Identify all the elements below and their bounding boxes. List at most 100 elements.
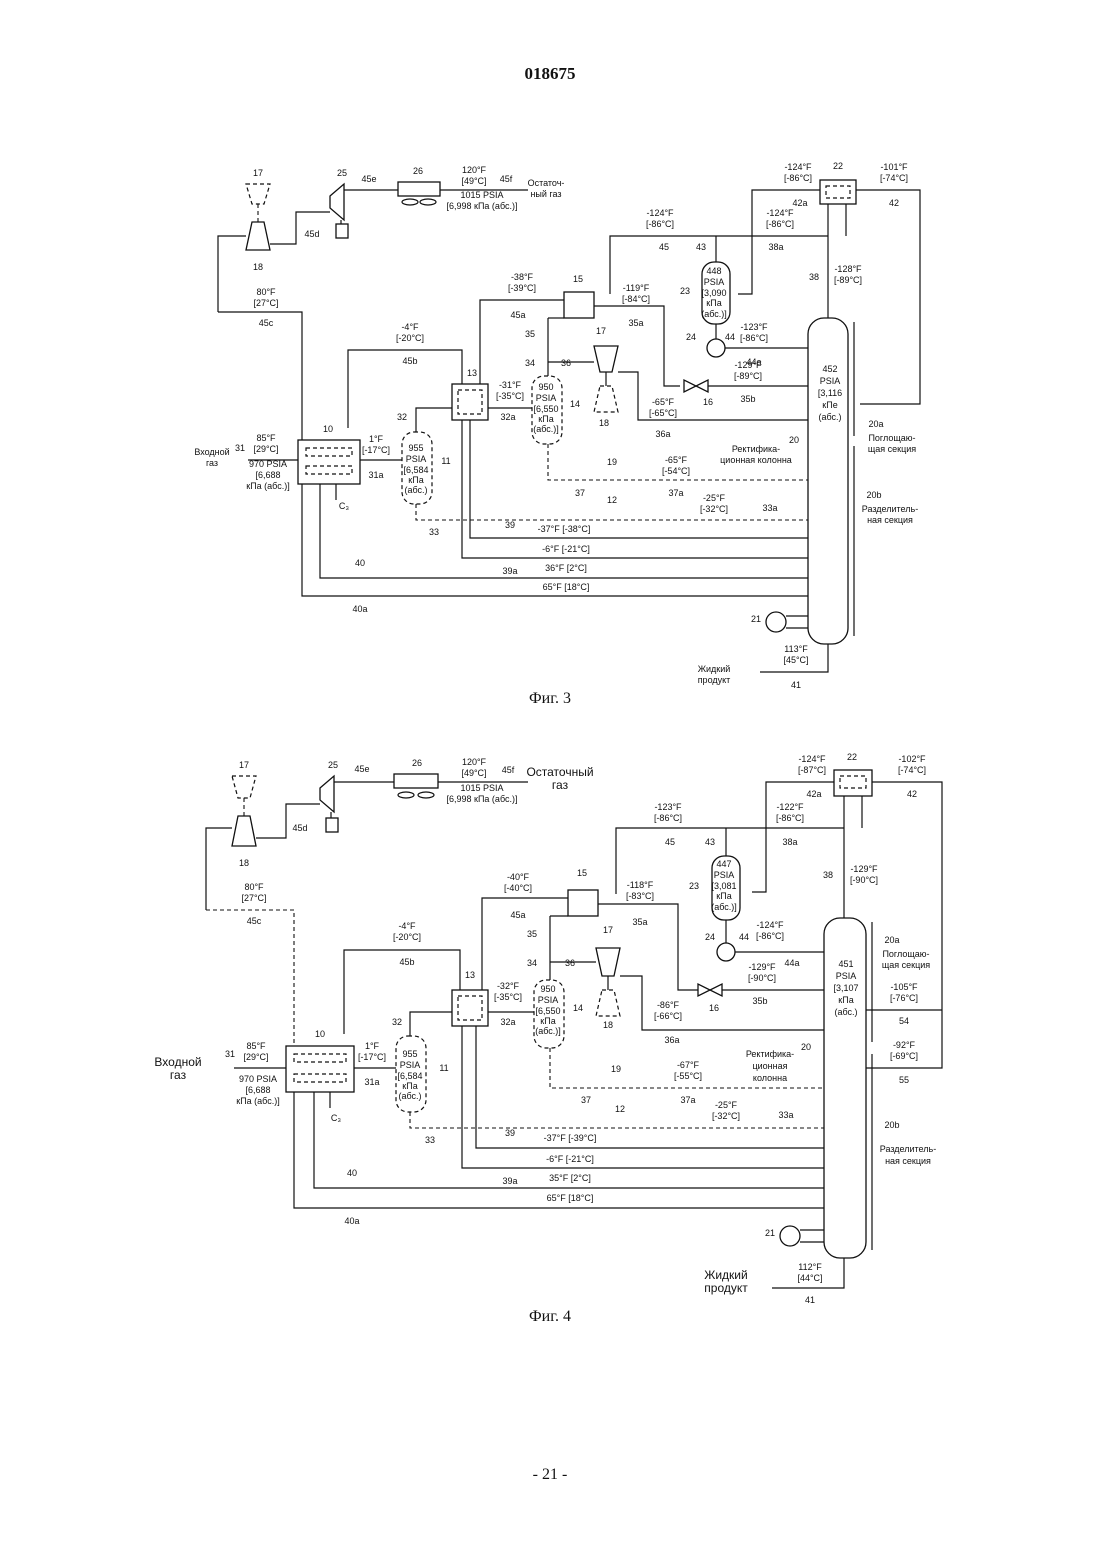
fig4-caption: Фиг. 4 [0,1308,1100,1326]
fig4-label: кПа [540,1016,555,1026]
fig4-label: -92°F [893,1040,916,1050]
fig4-cooler-26 [394,774,438,788]
fig4-label: [-86°C] [654,813,682,823]
fig4-label: C₃ [331,1113,341,1123]
fig4-label: 14 [573,1003,583,1013]
fig4-labels: 17182545e26120°F[49°C]45fОстаточныйгаз10… [154,752,936,1305]
fig4-label: -40°F [507,872,530,882]
fig4-label: 20a [884,935,899,945]
fig4-label: [-86°C] [776,813,804,823]
fig4-label: (абс.)] [535,1026,561,1036]
fig4-label: PSIA [836,971,857,981]
fig4-label: -123°F [654,802,682,812]
fig4-label: -122°F [776,802,804,812]
fig4-label: -86°F [657,1000,680,1010]
fig4-label: 23 [689,881,699,891]
fig4-label: 950 [540,984,555,994]
fig4-label: Разделитель- [880,1144,936,1154]
page-number: - 21 - [0,1466,1100,1484]
fig4-label: -67°F [677,1060,700,1070]
fig4-label: колонна [753,1073,787,1083]
fig4-label: 55 [899,1075,909,1085]
fig4-label: продукт [704,1281,748,1295]
fig4-label: 12 [615,1104,625,1114]
fig4-label: 25 [328,760,338,770]
fig4-label: 54 [899,1016,909,1026]
fig4-label: 39 [505,1128,515,1138]
fig4-label: 13 [465,970,475,980]
fig4-expander-17 [232,776,256,798]
fig4-label: -124°F [798,754,826,764]
fig4-label: [6,998 кПа (абс.)] [447,794,518,804]
fig4-label: 17 [239,760,249,770]
fig4-label: [-32°C] [712,1111,740,1121]
fig4-label: -4°F [398,921,416,931]
fig4-label: [-17°C] [358,1052,386,1062]
fig4-compressor-25 [320,776,334,812]
fig4-label: 43 [705,837,715,847]
fig4-label: 24 [705,932,715,942]
fig4-label: 40a [344,1216,359,1226]
fig4-label: 45e [354,764,369,774]
fig4-label: 65°F [18°C] [547,1193,594,1203]
fig4-compressor-18b [596,990,620,1016]
fig4-label: Входной [154,1055,201,1069]
fig4-label: [49°C] [461,768,486,778]
fig4-label: 32a [500,1017,515,1027]
fig4-label: 39a [502,1176,517,1186]
fig4-label: кПа [716,891,731,901]
fig4-label: 35b [752,996,767,1006]
fig4-label: [-66°C] [654,1011,682,1021]
fig4-label: 45 [665,837,675,847]
fig4-label: газ [552,778,569,792]
fig4-label: 18 [239,858,249,868]
fig4-label: Остаточный [526,765,593,779]
fig4-label: 21 [765,1228,775,1238]
fig4-label: 35a [632,917,647,927]
fig4-label: 45a [510,910,525,920]
fig4-expander-17b [596,948,620,976]
fig4-label: 37a [680,1095,695,1105]
fig4-label: 955 [402,1049,417,1059]
fig4-label: -105°F [890,982,918,992]
fig4-label: -129°F [850,864,878,874]
fig4-label: [-86°C] [756,931,784,941]
fig4-label: [6,550 [535,1006,560,1016]
fig4-label: 35 [527,929,537,939]
fig4-label: -118°F [627,880,654,890]
fig4-label: 41 [805,1295,815,1305]
fig4-label: 22 [847,752,857,762]
fig4-label: [-20°C] [393,932,421,942]
fig4-label: [6,688 [245,1085,270,1095]
fig4-label: 17 [603,925,613,935]
fig4-label: Поглощаю- [882,949,929,959]
fig4-label: 45d [292,823,307,833]
fig4-label: 36a [664,1035,679,1045]
fig4-label: 33a [778,1110,793,1120]
fig4-label: (абс.) [834,1007,857,1017]
fig4-label: 16 [709,1003,719,1013]
fig4-label: 44 [739,932,749,942]
fig4-label: 37 [581,1095,591,1105]
fig4-label: 85°F [246,1041,266,1051]
fig4-column-20 [824,918,866,1258]
fig4-label: Ректифика- [746,1049,794,1059]
fig4-label: кПа [838,995,853,1005]
fig4-label: ционная [752,1061,787,1071]
fig4-exchanger-15 [568,890,598,916]
fig4-label: 1°F [365,1041,380,1051]
fig4-label: 31 [225,1049,235,1059]
fig4-diagram: 17182545e26120°F[49°C]45fОстаточныйгаз10… [0,0,1100,1340]
fig4-label: 31a [364,1077,379,1087]
fig4-label: 34 [527,958,537,968]
fig4-valve-16 [698,984,710,996]
fig4-label: (абс.)] [711,902,737,912]
fig4-label: [-69°C] [890,1051,918,1061]
fig4-label: 32 [392,1017,402,1027]
fig4-label: 970 PSIA [239,1074,277,1084]
fig4-label: [3,107 [833,983,858,993]
fig4-label: 1015 PSIA [460,783,503,793]
fig4-label: PSIA [400,1060,421,1070]
fig4-label: 33 [425,1135,435,1145]
fig4-label: -129°F [748,962,776,972]
